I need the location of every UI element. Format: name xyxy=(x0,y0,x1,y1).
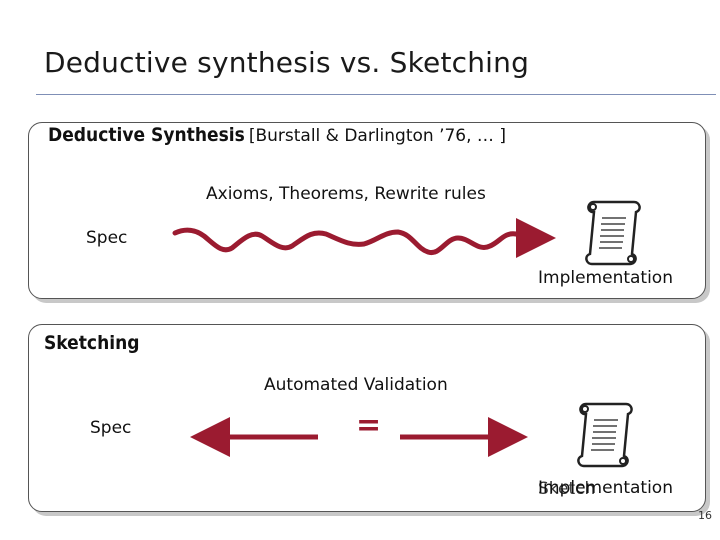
deductive-citation: [Burstall & Darlington ’76, … ] xyxy=(248,126,506,146)
slide-title: Deductive synthesis vs. Sketching xyxy=(44,46,530,79)
sketching-implementation-label: Implementation xyxy=(538,478,673,498)
deductive-heading: Deductive Synthesis[Burstall & Darlingto… xyxy=(48,124,506,146)
scroll-icon xyxy=(577,402,633,468)
deductive-heading-text: Deductive Synthesis xyxy=(48,124,245,146)
rewrite-path-arrow xyxy=(172,217,556,258)
sketching-sketch-label: Sketch xyxy=(538,479,596,499)
page-number: 16 xyxy=(698,509,712,522)
equals-sign: = xyxy=(356,408,382,443)
title-underline xyxy=(36,94,716,95)
deductive-implementation-label: Implementation xyxy=(538,268,673,288)
sketching-spec-label: Spec xyxy=(90,418,132,438)
sketching-heading-text: Sketching xyxy=(44,332,140,354)
deductive-spec-label: Spec xyxy=(86,228,128,248)
rules-label: Axioms, Theorems, Rewrite rules xyxy=(206,184,486,204)
sketching-heading: Sketching xyxy=(44,332,140,354)
validation-label: Automated Validation xyxy=(264,375,448,395)
scroll-icon xyxy=(585,200,641,266)
